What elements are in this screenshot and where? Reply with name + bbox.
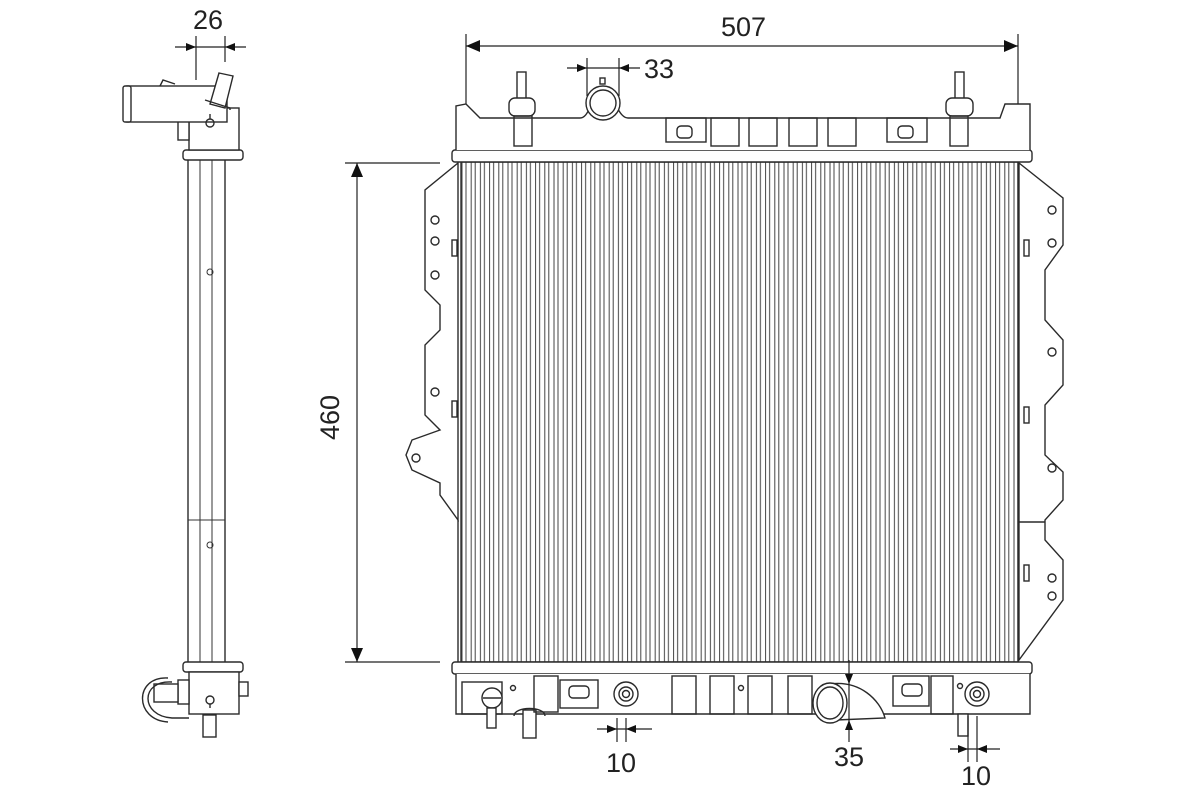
dimension-outlet-label: 35 bbox=[834, 742, 865, 772]
dimension-depth-label: 26 bbox=[193, 5, 224, 35]
dimension-right-pin-label: 10 bbox=[961, 761, 992, 791]
dimension-left-pin-label: 10 bbox=[606, 748, 637, 778]
dimension-inlet-label: 33 bbox=[644, 54, 675, 84]
side-view bbox=[122, 72, 249, 738]
front-view bbox=[405, 71, 1064, 739]
dimension-width-label: 507 bbox=[721, 12, 767, 42]
dimension-height-label: 460 bbox=[315, 394, 345, 440]
dimension-lines bbox=[175, 34, 1019, 762]
